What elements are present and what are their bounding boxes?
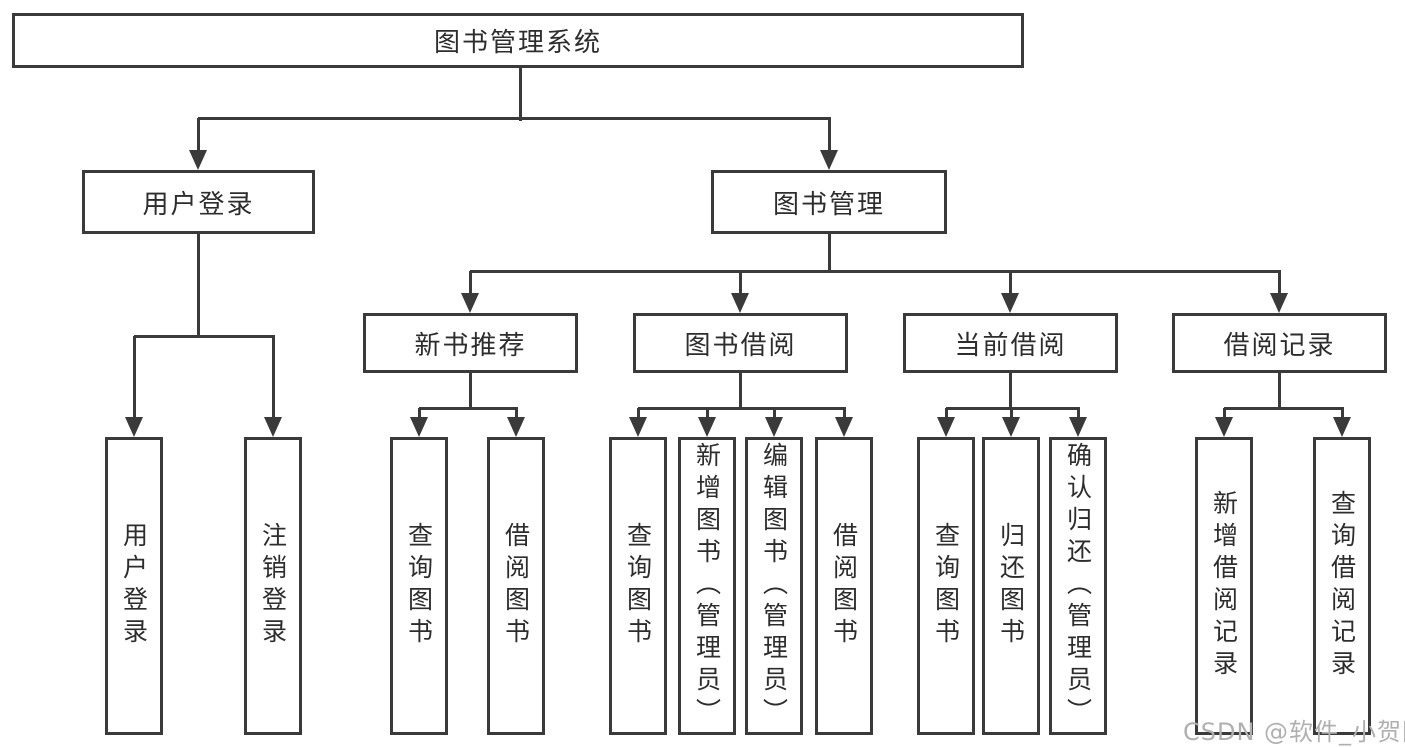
connector-line-vertical <box>945 408 948 420</box>
leaf-query-books-current: 查询图书 <box>917 437 975 735</box>
connector-line-vertical <box>519 68 522 121</box>
connector-line-vertical <box>418 408 421 420</box>
connector-line-vertical <box>469 271 472 296</box>
connector-line-horizontal <box>198 117 831 120</box>
node-borrow-records: 借阅记录 <box>1172 313 1387 373</box>
node-borrow-records-label: 借阅记录 <box>1223 330 1336 361</box>
leaf-borrow-books-recommend-label: 借阅图书 <box>501 522 531 650</box>
leaf-borrow-books-label: 借阅图书 <box>829 522 859 650</box>
connector-line-horizontal <box>638 407 846 410</box>
connector-line-vertical <box>637 408 640 420</box>
leaf-query-books-current-label: 查询图书 <box>931 522 961 650</box>
connector-line-vertical <box>133 336 136 420</box>
leaf-add-books-admin: 新增图书（管理员） <box>678 437 736 735</box>
connector-line-horizontal <box>419 407 518 410</box>
connector-line-horizontal <box>946 407 1080 410</box>
leaf-add-books-admin-label: 新增图书（管理员） <box>692 442 722 730</box>
connector-line-horizontal <box>134 335 275 338</box>
leaf-query-borrow-record-label: 查询借阅记录 <box>1327 490 1357 682</box>
connector-line-vertical <box>1278 271 1281 296</box>
node-user-login: 用户登录 <box>82 170 315 234</box>
arrowhead-down-icon <box>1270 293 1288 313</box>
leaf-query-books-borrow-label: 查询图书 <box>623 522 653 650</box>
leaf-add-borrow-record: 新增借阅记录 <box>1195 437 1253 735</box>
connector-line-vertical <box>773 408 776 420</box>
arrowhead-down-icon <box>125 417 143 437</box>
leaf-logout-label: 注销登录 <box>258 522 288 650</box>
node-current-borrow: 当前借阅 <box>903 313 1118 373</box>
connector-line-vertical <box>1223 408 1226 420</box>
leaf-return-books-label: 归还图书 <box>996 522 1026 650</box>
arrowhead-down-icon <box>1002 417 1020 437</box>
arrowhead-down-icon <box>1001 293 1019 313</box>
leaf-logout: 注销登录 <box>244 437 302 735</box>
node-book-borrow-label: 图书借阅 <box>684 330 797 361</box>
node-current-borrow-label: 当前借阅 <box>954 330 1067 361</box>
leaf-user-login: 用户登录 <box>105 437 163 735</box>
leaf-add-borrow-record-label: 新增借阅记录 <box>1209 490 1239 682</box>
connector-line-vertical <box>739 271 742 296</box>
connector-line-horizontal <box>1224 407 1344 410</box>
arrowhead-down-icon <box>820 150 838 170</box>
node-root-label: 图书管理系统 <box>433 28 602 58</box>
arrowhead-down-icon <box>629 417 647 437</box>
node-book-management-label: 图书管理 <box>772 189 885 220</box>
connector-line-vertical <box>1009 371 1012 410</box>
arrowhead-down-icon <box>189 150 207 170</box>
connector-line-horizontal <box>470 270 1281 273</box>
connector-line-vertical <box>1077 408 1080 420</box>
connector-line-vertical <box>828 118 831 153</box>
connector-line-vertical <box>1341 408 1344 420</box>
arrowhead-down-icon <box>698 417 716 437</box>
node-book-borrow: 图书借阅 <box>633 313 848 373</box>
arrowhead-down-icon <box>410 417 428 437</box>
connector-line-vertical <box>469 371 472 410</box>
csdn-watermark: CSDN @软件_小贺同学 <box>1183 718 1405 746</box>
node-book-management: 图书管理 <box>711 170 947 234</box>
arrowhead-down-icon <box>1215 417 1233 437</box>
connector-line-vertical <box>1009 271 1012 296</box>
leaf-query-books-recommend: 查询图书 <box>390 437 448 735</box>
arrowhead-down-icon <box>1333 417 1351 437</box>
connector-line-vertical <box>739 371 742 410</box>
connector-line-vertical <box>197 232 200 338</box>
connector-line-vertical <box>1010 408 1013 420</box>
arrowhead-down-icon <box>461 293 479 313</box>
leaf-borrow-books-recommend: 借阅图书 <box>487 437 545 735</box>
connector-line-vertical <box>1278 371 1281 410</box>
node-new-book-recommend: 新书推荐 <box>363 313 578 373</box>
leaf-confirm-return-admin-label: 确认归还（管理员） <box>1063 442 1093 730</box>
leaf-query-borrow-record: 查询借阅记录 <box>1313 437 1371 735</box>
node-new-book-recommend-label: 新书推荐 <box>414 330 527 361</box>
arrowhead-down-icon <box>835 417 853 437</box>
arrowhead-down-icon <box>507 417 525 437</box>
node-user-login-label: 用户登录 <box>142 189 255 220</box>
connector-line-vertical <box>515 408 518 420</box>
arrowhead-down-icon <box>937 417 955 437</box>
arrowhead-down-icon <box>264 417 282 437</box>
leaf-edit-books-admin: 编辑图书（管理员） <box>745 437 803 735</box>
arrowhead-down-icon <box>1069 417 1087 437</box>
leaf-confirm-return-admin: 确认归还（管理员） <box>1049 437 1107 735</box>
connector-line-vertical <box>706 408 709 420</box>
arrowhead-down-icon <box>731 293 749 313</box>
leaf-edit-books-admin-label: 编辑图书（管理员） <box>759 442 789 730</box>
leaf-return-books: 归还图书 <box>982 437 1040 735</box>
leaf-query-books-borrow: 查询图书 <box>609 437 667 735</box>
connector-line-vertical <box>828 232 831 273</box>
connector-line-vertical <box>272 336 275 420</box>
node-root-system: 图书管理系统 <box>12 13 1024 68</box>
connector-line-vertical <box>843 408 846 420</box>
leaf-query-books-recommend-label: 查询图书 <box>404 522 434 650</box>
connector-line-vertical <box>197 118 200 153</box>
arrowhead-down-icon <box>765 417 783 437</box>
leaf-user-login-label: 用户登录 <box>119 522 149 650</box>
leaf-borrow-books: 借阅图书 <box>815 437 873 735</box>
